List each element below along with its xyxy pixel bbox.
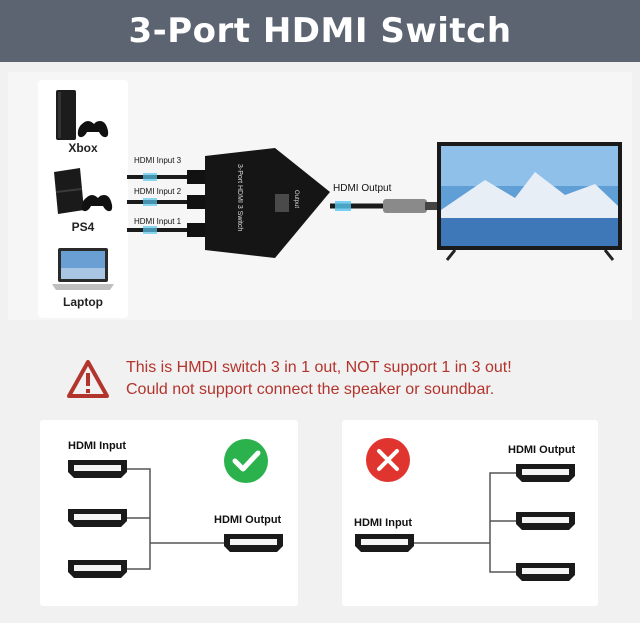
switch-device-text: 3-Port HDMI 3 Switch <box>236 164 243 231</box>
wrong-output-label: HDMI Output <box>508 444 576 456</box>
correct-output-label: HDMI Output <box>214 514 282 526</box>
warning-notice: This is HMDI switch 3 in 1 out, NOT supp… <box>62 355 622 405</box>
warning-line-1: This is HMDI switch 3 in 1 out, NOT supp… <box>126 359 512 376</box>
cross-icon <box>366 438 410 482</box>
check-icon <box>224 439 268 483</box>
laptop-icon <box>52 248 114 290</box>
switch-output-label: HDMI Output <box>333 183 392 194</box>
device-label-xbox: Xbox <box>68 141 98 155</box>
wrong-usage-card: HDMI Input HDMI Output <box>342 420 598 606</box>
wrong-input-label: HDMI Input <box>354 517 413 529</box>
correct-wiring-diagram <box>68 439 283 578</box>
tv-icon <box>437 142 622 261</box>
page-title: 3-Port HDMI Switch <box>128 11 512 51</box>
hdmi-port-icons <box>355 464 575 581</box>
title-bar: 3-Port HDMI Switch <box>0 0 640 62</box>
input-cables <box>127 170 205 237</box>
device-panel: Xbox PS4 Laptop <box>38 80 128 318</box>
switch-output-text: Output <box>293 190 299 208</box>
warning-line-2: Could not support connect the speaker or… <box>126 381 495 398</box>
ps4-console-icon <box>54 168 113 214</box>
device-label-ps4: PS4 <box>71 220 95 234</box>
switch-input-1-label: HDMI Input 1 <box>134 217 182 226</box>
hdmi-switch-illustration: 3-Port HDMI 3 Switch Output <box>127 142 622 261</box>
device-label-laptop: Laptop <box>63 295 103 309</box>
correct-usage-card: HDMI Input HDMI Output <box>40 420 298 606</box>
switch-input-2-label: HDMI Input 2 <box>134 187 182 196</box>
warning-triangle-icon <box>67 360 109 398</box>
switch-input-3-label: HDMI Input 3 <box>134 156 182 165</box>
correct-input-label: HDMI Input <box>68 440 127 452</box>
hdmi-port-icons <box>68 460 283 578</box>
switch-body <box>205 148 330 258</box>
wrong-wiring-diagram <box>355 438 575 581</box>
xbox-console-icon <box>56 90 109 140</box>
